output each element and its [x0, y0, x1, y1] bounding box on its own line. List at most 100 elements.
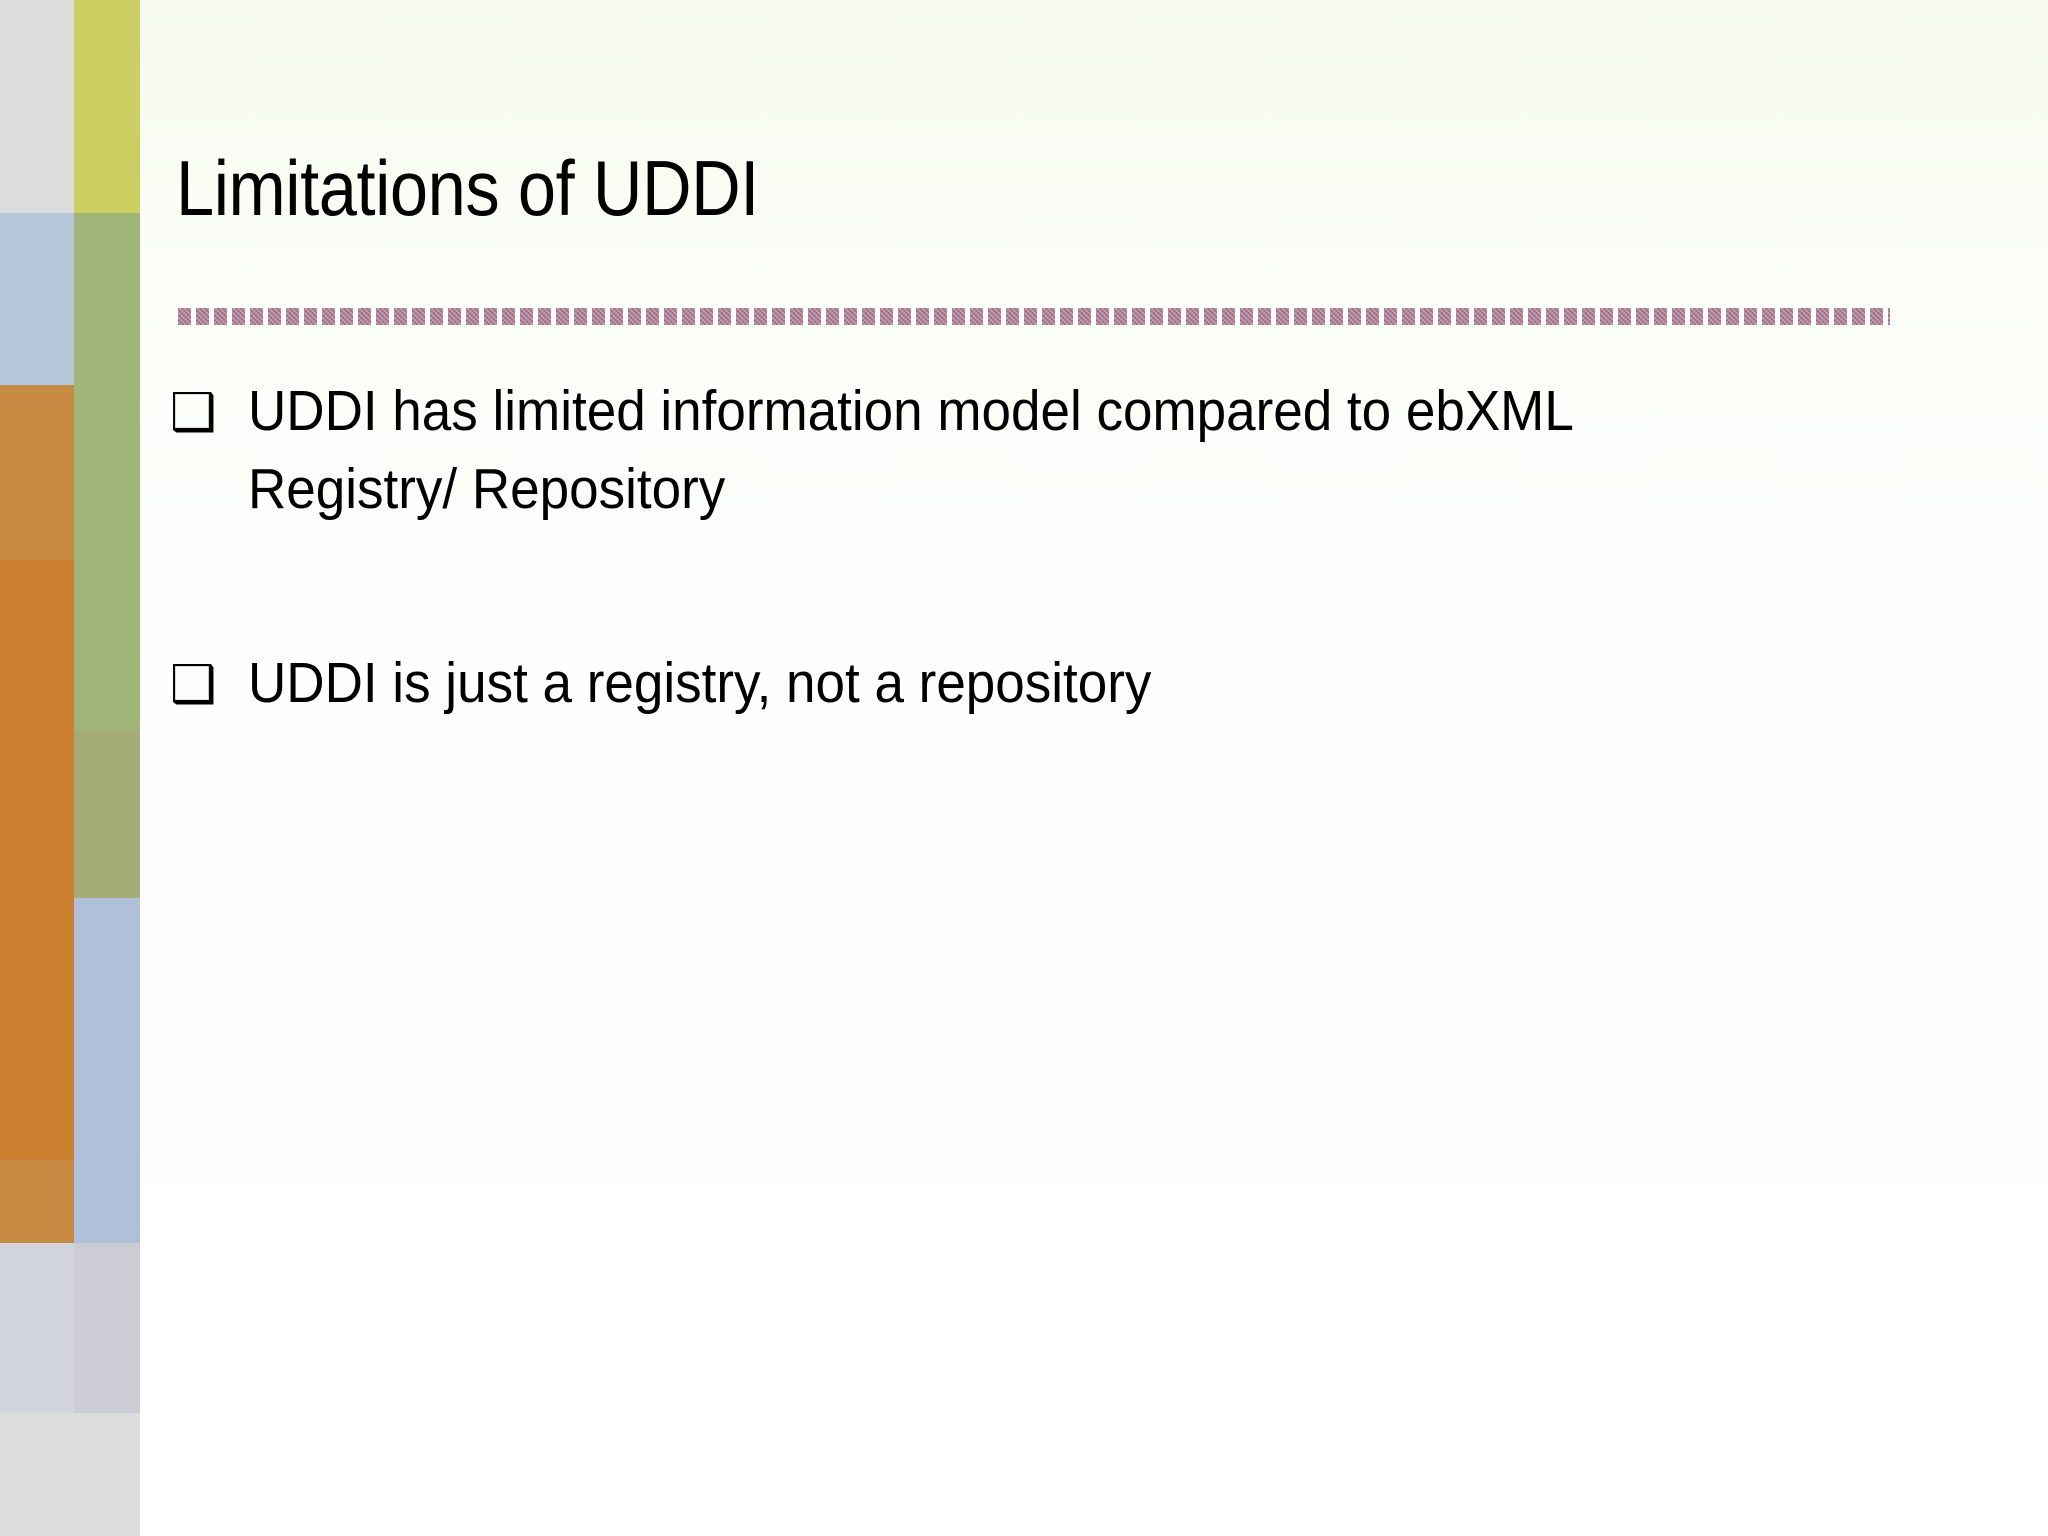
divider-dot: [736, 307, 749, 325]
divider-dot: [1078, 307, 1091, 325]
divider-dot: [394, 307, 407, 325]
title-placeholder: Limitations of UDDI: [176, 140, 1936, 260]
slide-content-background: [140, 0, 2048, 1536]
divider-dot: [1276, 307, 1289, 325]
list-item: ❑ UDDI has limited information model com…: [170, 372, 1870, 528]
divider-dot: [466, 307, 479, 325]
divider-dot: [1420, 307, 1433, 325]
divider-dot: [1492, 307, 1505, 325]
divider-dot: [1870, 307, 1883, 325]
divider-dot: [790, 307, 803, 325]
divider-dot: [1636, 307, 1649, 325]
divider-dot: [178, 307, 191, 325]
divider-dot: [754, 307, 767, 325]
divider-dot: [1042, 307, 1055, 325]
divider-dot: [1330, 307, 1343, 325]
divider-dot: [700, 307, 713, 325]
divider-dot: [952, 307, 965, 325]
divider-dot: [340, 307, 353, 325]
divider-dot: [1222, 307, 1235, 325]
divider-dot: [1564, 307, 1577, 325]
divider-dot: [880, 307, 893, 325]
divider-dot: [1600, 307, 1613, 325]
divider-dot: [250, 307, 263, 325]
divider-dot: [214, 307, 227, 325]
divider-dot: [610, 307, 623, 325]
divider-dot: [718, 307, 731, 325]
divider-dot: [1618, 307, 1631, 325]
block-olive-green: [74, 213, 140, 730]
divider-dot: [1366, 307, 1379, 325]
divider-dot: [1114, 307, 1127, 325]
divider-dot: [592, 307, 605, 325]
divider-dot: [1438, 307, 1451, 325]
divider-dot: [268, 307, 281, 325]
divider-dot: [1240, 307, 1253, 325]
divider-dot: [502, 307, 515, 325]
divider-dot: [376, 307, 389, 325]
divider-dot: [1816, 307, 1829, 325]
block-lavender: [0, 1243, 74, 1413]
sidebar-column-left: [0, 0, 74, 1536]
divider-dot: [628, 307, 641, 325]
divider-dot: [1654, 307, 1667, 325]
divider-dot: [1186, 307, 1199, 325]
divider-dot: [682, 307, 695, 325]
list-item-text: UDDI is just a registry, not a repositor…: [248, 651, 1152, 715]
block-orange-light: [0, 385, 74, 560]
block-pale-gray-b: [74, 1413, 140, 1536]
divider-dot: [484, 307, 497, 325]
divider-dot: [1888, 307, 1890, 325]
divider-dot: [1312, 307, 1325, 325]
block-orange-deep: [0, 560, 74, 1160]
divider-dot: [1852, 307, 1865, 325]
block-orange-mid: [0, 1160, 74, 1243]
divider-dot: [808, 307, 821, 325]
divider-dot: [1006, 307, 1019, 325]
divider-dot: [1024, 307, 1037, 325]
block-gray-lavender: [74, 1243, 140, 1413]
divider-dot: [1762, 307, 1775, 325]
block-light-gray: [0, 0, 74, 213]
block-pale-gray: [0, 1413, 74, 1536]
divider-dot: [1708, 307, 1721, 325]
block-steel-blue: [74, 898, 140, 1243]
divider-dot: [1834, 307, 1847, 325]
divider-dot: [448, 307, 461, 325]
bullet-spacer: [170, 534, 1870, 644]
list-item: ❑ UDDI is just a registry, not a reposit…: [170, 644, 1870, 722]
divider-dot: [304, 307, 317, 325]
divider-dot: [574, 307, 587, 325]
divider-dot: [916, 307, 929, 325]
shadowed-square-bullet-icon: ❑: [170, 655, 217, 715]
divider-dot: [934, 307, 947, 325]
divider-dot: [646, 307, 659, 325]
divider-dot: [1096, 307, 1109, 325]
divider-dot: [862, 307, 875, 325]
block-olive-muted: [74, 730, 140, 898]
decorative-sidebar: [0, 0, 140, 1536]
divider-dot: [1384, 307, 1397, 325]
divider-dot: [1348, 307, 1361, 325]
divider-dot: [1582, 307, 1595, 325]
divider-dot: [1744, 307, 1757, 325]
divider-dot: [898, 307, 911, 325]
divider-dot: [1510, 307, 1523, 325]
divider-dot: [286, 307, 299, 325]
dotted-divider: [178, 305, 1890, 327]
list-item-text: UDDI has limited information model compa…: [248, 379, 1572, 521]
divider-dot: [1474, 307, 1487, 325]
divider-dot: [772, 307, 785, 325]
block-light-blue: [0, 213, 74, 385]
divider-dot: [1132, 307, 1145, 325]
divider-dot: [412, 307, 425, 325]
divider-dot: [1672, 307, 1685, 325]
divider-dot: [430, 307, 443, 325]
divider-dot: [322, 307, 335, 325]
sidebar-column-right: [74, 0, 140, 1536]
divider-dot: [1456, 307, 1469, 325]
divider-dot: [844, 307, 857, 325]
divider-dot: [664, 307, 677, 325]
divider-dot: [1204, 307, 1217, 325]
